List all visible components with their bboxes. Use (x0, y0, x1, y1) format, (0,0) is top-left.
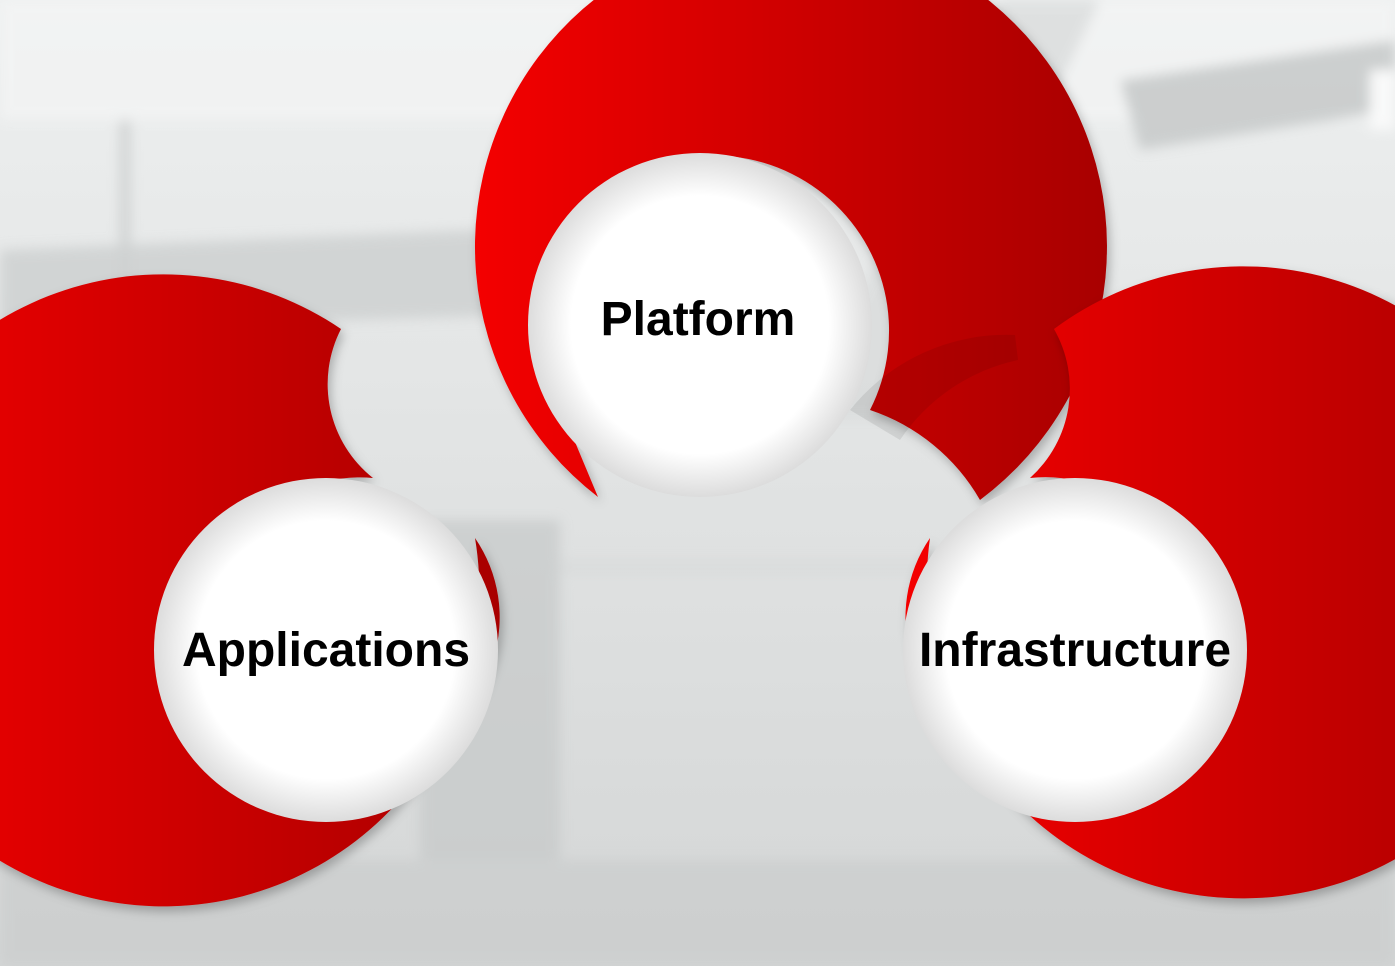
ring-applications (0, 274, 500, 907)
label-applications: Applications (182, 624, 470, 677)
label-platform: Platform (601, 293, 796, 346)
ring-platform (475, 0, 1107, 500)
overlap-shade (850, 334, 1018, 440)
center-platform (528, 153, 872, 497)
ring-applications-shape (0, 274, 500, 907)
center-infrastructure (903, 478, 1247, 822)
ring-platform-shape (475, 0, 1107, 500)
ring-infrastructure-shape (905, 266, 1395, 899)
label-infrastructure: Infrastructure (919, 624, 1231, 677)
center-applications (154, 478, 498, 822)
ring-infrastructure (905, 266, 1395, 899)
